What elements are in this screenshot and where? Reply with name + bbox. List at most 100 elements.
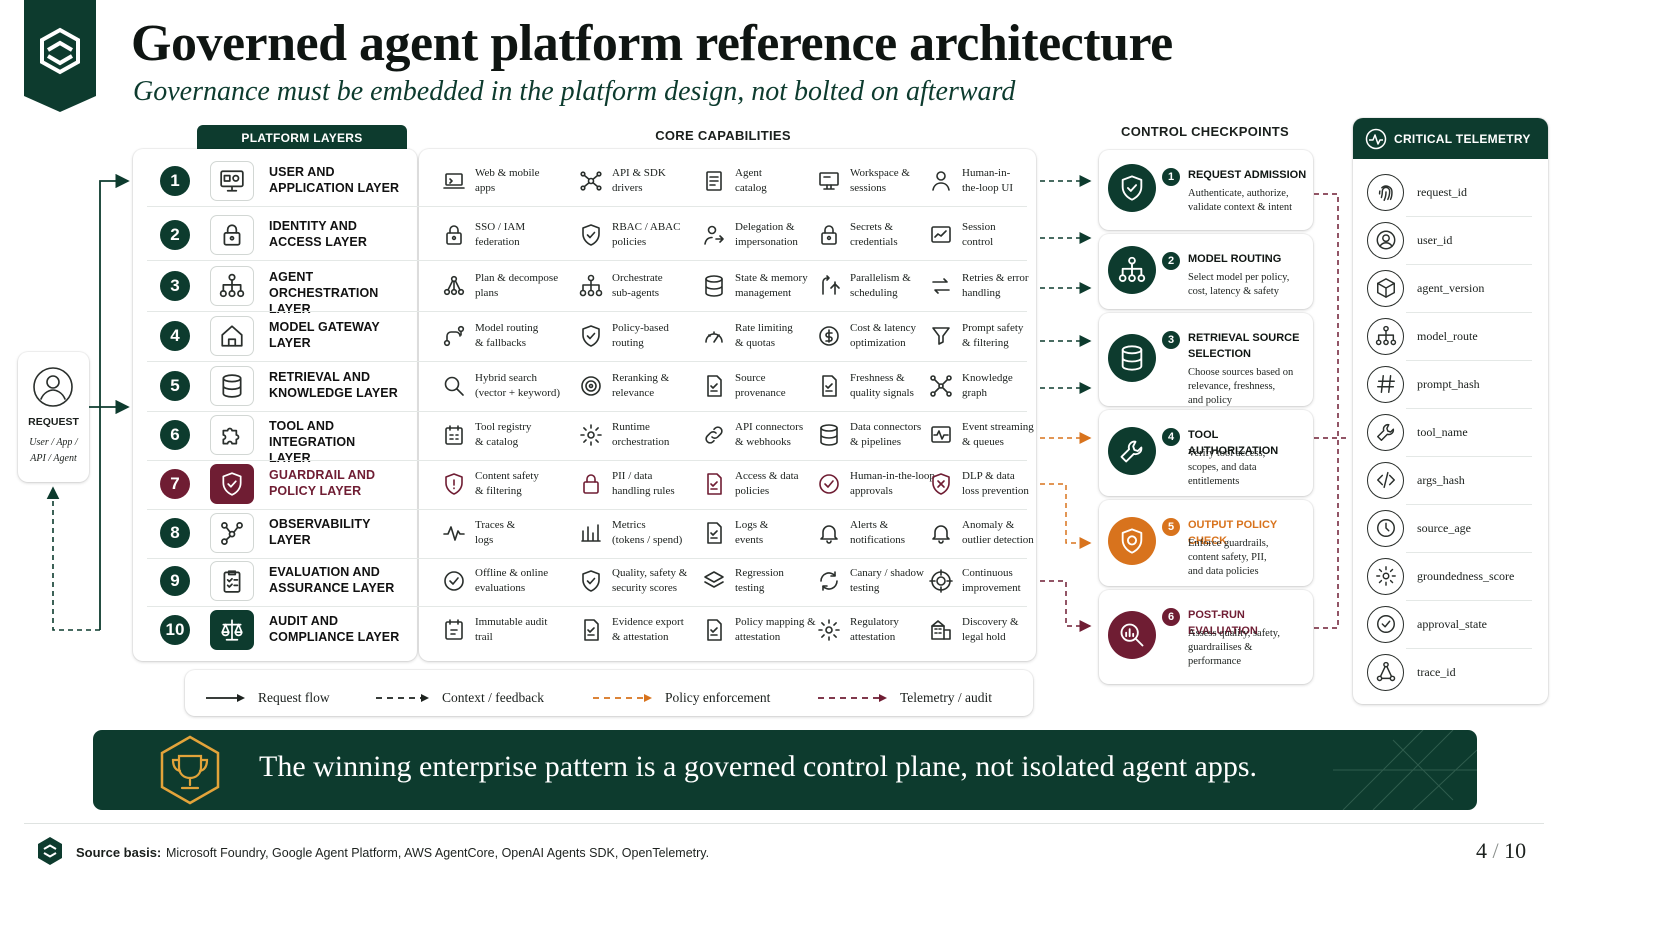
capability-item: Regulatory attestation [817,610,899,650]
capability-item: SSO / IAM federation [442,215,525,255]
capability-label: Workspace & sessions [850,167,910,194]
checkpoint-number: 1 [1162,168,1180,186]
route-icon [442,324,466,348]
clock-icon [1367,509,1404,547]
page-number: 4 / 10 [1476,838,1527,863]
layer-row-2[interactable]: 2 IDENTITY AND ACCESS LAYER [143,209,418,262]
shield-policy-icon [1108,517,1156,565]
checkpoint-title: POST-RUN EVALUATION [1188,609,1258,637]
capability-label: State & memory management [735,272,808,299]
cube-icon [1367,269,1404,307]
layer-name: OBSERVABILITY LAYER [269,517,371,547]
feedback-arrow [46,486,100,631]
telemetry-label: groundedness_score [1417,568,1515,583]
capability-item: Logs & events [702,513,768,553]
checkpoint-card-6[interactable]: 6 POST-RUN EVALUATION Assess quality, sa… [1099,590,1313,684]
parallel-icon [817,274,841,298]
capability-label: Human-in-the-loop approvals [850,470,935,497]
footer-divider [24,823,1544,824]
capability-item: Human-in-the-loop approvals [817,464,935,504]
gear-icon [817,618,841,642]
checkpoint-card-3[interactable]: 3 RETRIEVAL SOURCE SELECTION Choose sour… [1099,313,1313,406]
layer-row-1[interactable]: 1 USER AND APPLICATION LAYER [143,155,418,208]
row-divider [147,411,1027,412]
capability-item: Policy mapping & attestation [702,610,816,650]
capability-item: Freshness & quality signals [817,366,914,406]
telemetry-label: source_age [1417,520,1471,535]
telemetry-item-request_id: request_id [1367,168,1532,216]
control-checkpoints-header: CONTROL CHECKPOINTS [1121,124,1289,139]
telemetry-divider [1406,408,1532,409]
layer-name: IDENTITY AND ACCESS LAYER [269,219,367,249]
plan-icon [442,274,466,298]
capability-item: Prompt safety & filtering [929,316,1023,356]
capability-item: Plan & decompose plans [442,266,558,306]
capability-label: API connectors & webhooks [735,421,804,448]
page-subtitle: Governance must be embedded in the platf… [133,76,1016,107]
telemetry-item-groundedness_score: groundedness_score [1367,552,1532,600]
layer-name: RETRIEVAL AND KNOWLEDGE LAYER [269,370,398,400]
checkpoint-card-1[interactable]: 1 REQUEST ADMISSION Authenticate, author… [1099,150,1313,230]
layer-row-4[interactable]: 4 MODEL GATEWAY LAYER [143,310,418,363]
capability-item: Regression testing [702,561,784,601]
checkpoint-card-4[interactable]: 4 TOOL AUTHORIZATION Verify tool access,… [1099,410,1313,496]
workspace-icon [817,169,841,193]
telemetry-item-tool_name: tool_name [1367,408,1532,456]
capability-label: DLP & data loss prevention [962,470,1029,497]
trace-nodes-icon [1367,653,1404,691]
capability-item: Discovery & legal hold [929,610,1019,650]
capability-item: Agent catalog [702,161,767,201]
approval-icon [442,569,466,593]
capability-item: Policy-based routing [579,316,669,356]
capability-item: Rate limiting & quotas [702,316,793,356]
checkpoint-description: Assess quality, safety, guardrailises & … [1188,628,1280,667]
puzzle-icon [210,415,254,455]
telemetry-item-model_route: model_route [1367,312,1532,360]
lock-icon [442,223,466,247]
layer-row-5[interactable]: 5 RETRIEVAL AND KNOWLEDGE LAYER [143,360,418,413]
user-icon [32,366,74,408]
layer-row-10[interactable]: 10 AUDIT AND COMPLIANCE LAYER [143,604,418,657]
telemetry-divider [1406,360,1532,361]
capability-item: Session control [929,215,996,255]
capability-label: Traces & logs [475,519,516,546]
layer-row-3[interactable]: 3 AGENT ORCHESTRATION LAYER [143,260,418,316]
database-icon [210,366,254,406]
nodes-icon [210,513,254,553]
doc-check-icon [702,618,726,642]
layer-row-8[interactable]: 8 OBSERVABILITY LAYER [143,507,418,560]
row-divider [147,509,1027,510]
telemetry-label: agent_version [1417,280,1485,295]
banner-pattern [1333,730,1477,810]
capability-item: RBAC / ABAC policies [579,215,680,255]
checkpoint-description: Authenticate, authorize, validate contex… [1188,188,1293,213]
telemetry-label: approval_state [1417,616,1487,631]
capability-item: Alerts & notifications [817,513,905,553]
telemetry-divider [1406,312,1532,313]
capability-label: Freshness & quality signals [850,372,914,399]
wrench-icon [1108,427,1156,475]
check-circle-icon [1367,605,1404,643]
layers-icon [702,569,726,593]
legend-telemetry-audit: Telemetry / audit [818,690,992,706]
capability-label: Plan & decompose plans [475,272,559,299]
brand-logo [24,0,96,112]
capability-label: Runtime orchestration [612,421,670,448]
checkpoint-card-2[interactable]: 2 MODEL ROUTING Select model per policy,… [1099,234,1313,309]
catalog-icon [702,169,726,193]
row-divider [147,260,1027,261]
session-icon [929,223,953,247]
layer-row-9[interactable]: 9 EVALUATION AND ASSURANCE LAYER [143,555,418,608]
checkpoint-number: 2 [1162,252,1180,270]
gateway-icon [210,316,254,356]
capability-item: Runtime orchestration [579,415,669,455]
trophy-icon [160,735,220,805]
row-divider [147,558,1027,559]
layer-number: 10 [160,615,190,645]
logo-badge-icon [24,0,96,112]
checkpoint-number: 3 [1162,331,1180,349]
checkpoint-card-5[interactable]: 5 OUTPUT POLICY CHECK Enforce guardrails… [1099,500,1313,586]
layer-row-7[interactable]: 7 GUARDRAIL AND POLICY LAYER [143,458,418,511]
layer-row-6[interactable]: 6 TOOL AND INTEGRATION LAYER [143,409,418,465]
